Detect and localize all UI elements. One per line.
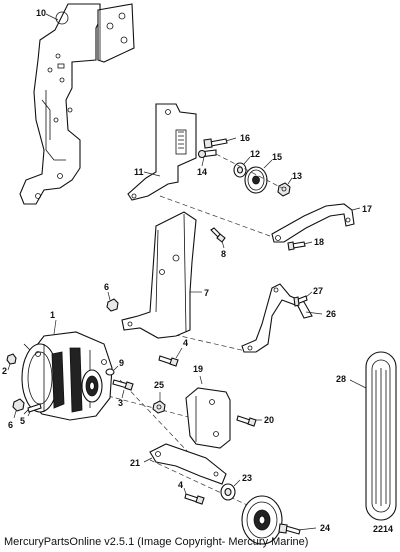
washer-part-9 (105, 368, 115, 376)
idler-pulley-lower (241, 495, 283, 545)
nut-part-13 (277, 182, 291, 197)
callout-2: 2 (2, 366, 7, 376)
callout-5: 5 (20, 416, 25, 426)
callout-10: 10 (36, 8, 46, 18)
callout-12: 12 (250, 149, 260, 159)
nut-part-6-upper (106, 298, 119, 312)
callout-3: 3 (118, 398, 123, 408)
idler-bracket-part-11 (127, 103, 197, 201)
mounting-bracket-part-10 (19, 3, 135, 205)
callout-15: 15 (272, 152, 282, 162)
callout-6-lower: 6 (8, 420, 13, 430)
figure-number: 2214 (373, 524, 394, 534)
bolt-part-27 (293, 295, 308, 307)
callout-4-upper: 4 (183, 338, 188, 348)
callout-23: 23 (242, 473, 252, 483)
alternator-bracket-part-7 (121, 211, 197, 339)
callout-1: 1 (50, 310, 55, 320)
callout-4-lower: 4 (178, 480, 183, 490)
alternator-part-1 (21, 331, 113, 421)
bolt-part-4-lower (184, 493, 205, 505)
bolt-part-20 (236, 415, 257, 427)
callout-24: 24 (320, 523, 330, 533)
nut-part-25 (152, 400, 166, 414)
callout-27: 27 (313, 286, 323, 296)
bolt-part-24 (278, 523, 301, 535)
bolt-part-3 (112, 379, 134, 391)
bolt-part-16 (203, 138, 228, 149)
callout-21: 21 (130, 458, 140, 468)
callout-14: 14 (197, 167, 207, 177)
lower-arm-part-21 (149, 443, 227, 485)
bracket-part-19 (185, 387, 231, 449)
callout-16: 16 (240, 133, 250, 143)
callout-19: 19 (193, 364, 203, 374)
drive-belt-part-28 (365, 351, 397, 521)
bolt-part-4-upper (158, 355, 179, 367)
bolt-part-18 (287, 241, 306, 251)
callout-20: 20 (264, 415, 274, 425)
nut-part-6-lower (12, 398, 25, 412)
bolt-part-8 (210, 227, 226, 243)
bracket-part-26 (241, 283, 313, 353)
callout-25: 25 (154, 380, 164, 390)
stud-part-14 (197, 149, 217, 159)
callout-28: 28 (336, 374, 346, 384)
callout-18: 18 (314, 237, 324, 247)
callout-13: 13 (292, 171, 302, 181)
copyright-footer: MercuryPartsOnline v2.5.1 (Image Copyrig… (4, 536, 309, 548)
tension-arm-part-17 (271, 203, 355, 243)
washer-part-5 (27, 403, 42, 413)
callout-8: 8 (221, 249, 226, 259)
callout-17: 17 (362, 204, 372, 214)
callout-7: 7 (204, 288, 209, 298)
spacer-part-12 (233, 162, 247, 178)
callout-26: 26 (326, 309, 336, 319)
callout-9: 9 (119, 358, 124, 368)
callout-11: 11 (134, 167, 144, 177)
callout-6-upper: 6 (104, 282, 109, 292)
nut-part-2 (6, 353, 17, 365)
spacer-part-23 (220, 483, 236, 501)
idler-pulley-part-15 (244, 166, 268, 194)
